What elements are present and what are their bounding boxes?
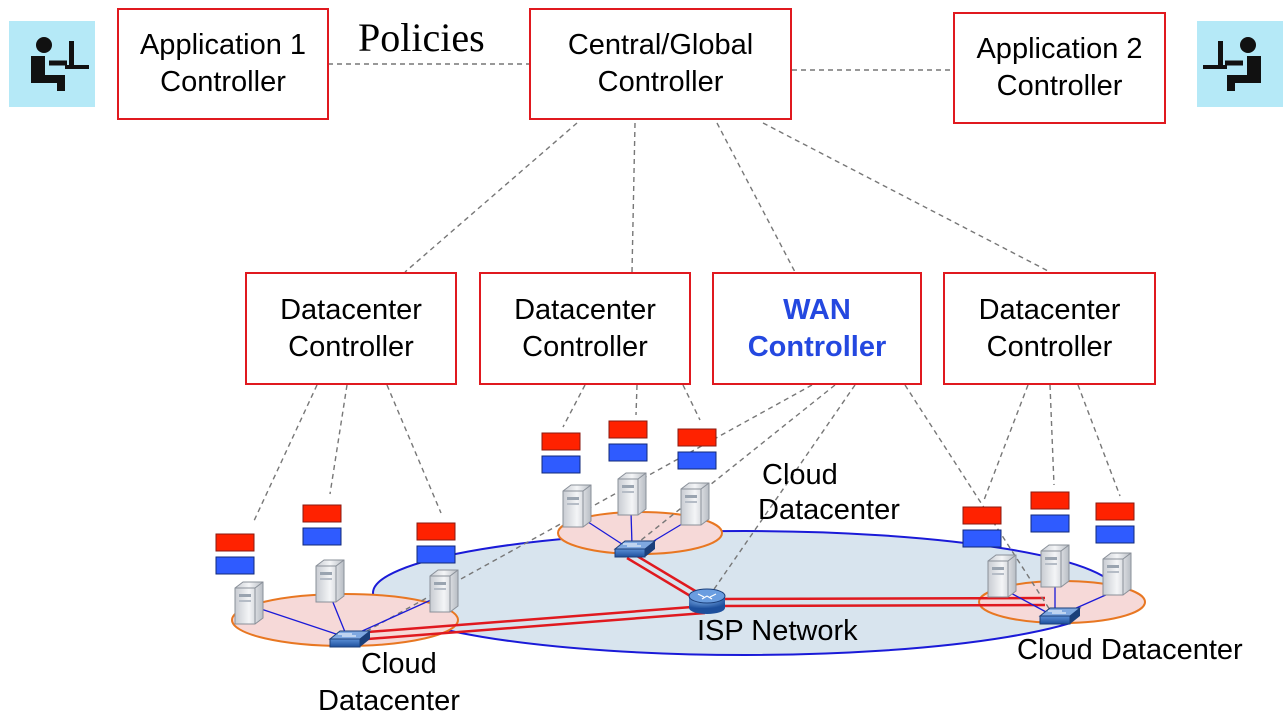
controller-label-line: Controller — [597, 66, 724, 98]
policies-label: Policies — [358, 15, 485, 60]
label-line: Cloud — [361, 648, 437, 680]
datacenter-controller-1: Datacenter Controller — [245, 272, 457, 385]
controller-label-line: Application 1 — [139, 29, 307, 62]
controller-label-line: Controller — [986, 330, 1113, 363]
wan-links — [354, 551, 1046, 642]
isp-network-label: ISP Network — [697, 615, 858, 647]
datacenter-controller-4: Datacenter Controller — [943, 272, 1156, 385]
user-at-computer-icon-right — [1197, 21, 1283, 107]
controller-label-line: Controller — [522, 330, 648, 363]
controller-label-line: WAN — [783, 293, 851, 326]
controller-label-line: Controller — [288, 330, 414, 363]
controller-label-line: Central/Global — [567, 29, 754, 62]
wan-controller: WAN Controller — [712, 272, 922, 385]
cloud-datacenter-label-right: Cloud Datacenter — [1017, 634, 1243, 666]
application-2-controller: Application 2 Controller — [953, 12, 1166, 124]
router-icon — [688, 588, 726, 614]
datacenter-controller-2: Datacenter Controller — [479, 272, 691, 385]
controller-label-line: Controller — [747, 330, 887, 363]
controller-label-line: Datacenter — [514, 293, 656, 326]
label-line: Datacenter — [318, 684, 460, 717]
cloud-datacenter-label-left: Cloud Datacenter — [318, 646, 460, 720]
application-1-controller: Application 1 Controller — [117, 8, 329, 120]
cloud-datacenter-label-middle: Cloud Datacenter — [758, 458, 900, 528]
controller-label-line: Datacenter — [978, 293, 1121, 326]
controller-label-line: Controller — [996, 70, 1123, 102]
label-line: Cloud — [762, 459, 838, 491]
label-line: Datacenter — [758, 493, 900, 526]
controller-label-line: Application 2 — [976, 33, 1143, 66]
central-global-controller: Central/Global Controller — [529, 8, 792, 120]
user-at-computer-icon-left — [9, 21, 95, 107]
controller-label-line: Controller — [160, 66, 286, 98]
controller-label-line: Datacenter — [280, 293, 422, 326]
